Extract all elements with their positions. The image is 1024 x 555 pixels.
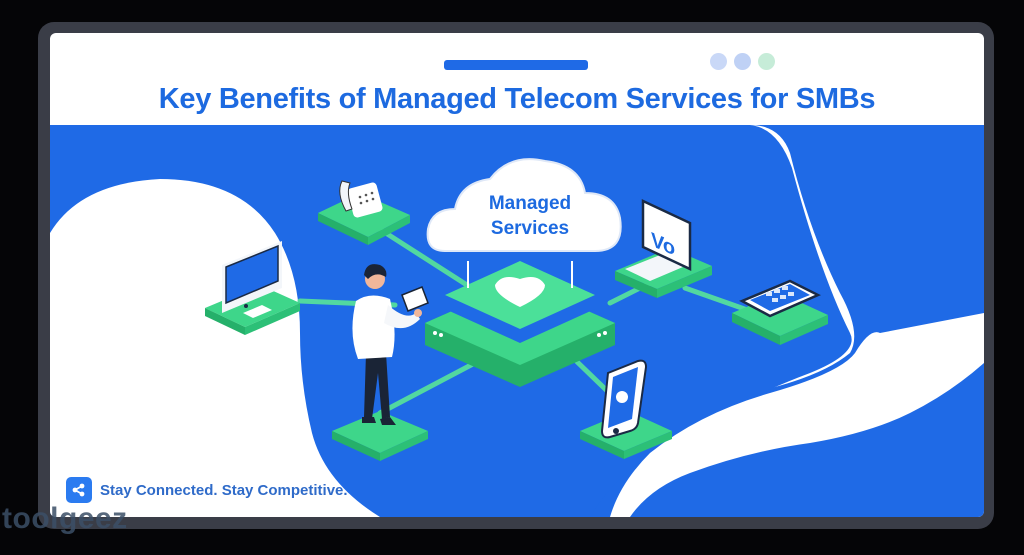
slide-screen: Key Benefits of Managed Telecom Services… [50,33,984,517]
watermark-logo: toolgeez [2,502,128,535]
person-base-node [332,411,428,461]
cloud-label: Managed Services [450,191,610,241]
smartphone-node [580,359,672,459]
cloud-label-line2: Services [490,218,570,239]
network-illustration: Vo [50,125,984,517]
dot-icon [710,53,727,70]
voip-laptop-node: Vo [615,199,712,298]
cloud-icon [426,158,622,252]
dot-icon [734,53,751,70]
accent-bar [444,60,588,70]
white-blob-left [50,179,380,517]
window-dots [710,53,775,70]
white-wave-right [610,313,984,517]
desktop-node [205,241,300,335]
router-hub [425,261,615,387]
tagline-text: Stay Connected. Stay Competitive. [100,481,348,499]
phone-node [318,180,410,245]
dot-icon [758,53,775,70]
person-icon [352,264,429,425]
page-title: Key Benefits of Managed Telecom Services… [158,83,876,115]
tablet-node [732,279,828,345]
tagline: Stay Connected. Stay Competitive. [66,477,348,503]
cloud-label-line1: Managed [488,193,572,214]
share-icon [66,477,92,503]
